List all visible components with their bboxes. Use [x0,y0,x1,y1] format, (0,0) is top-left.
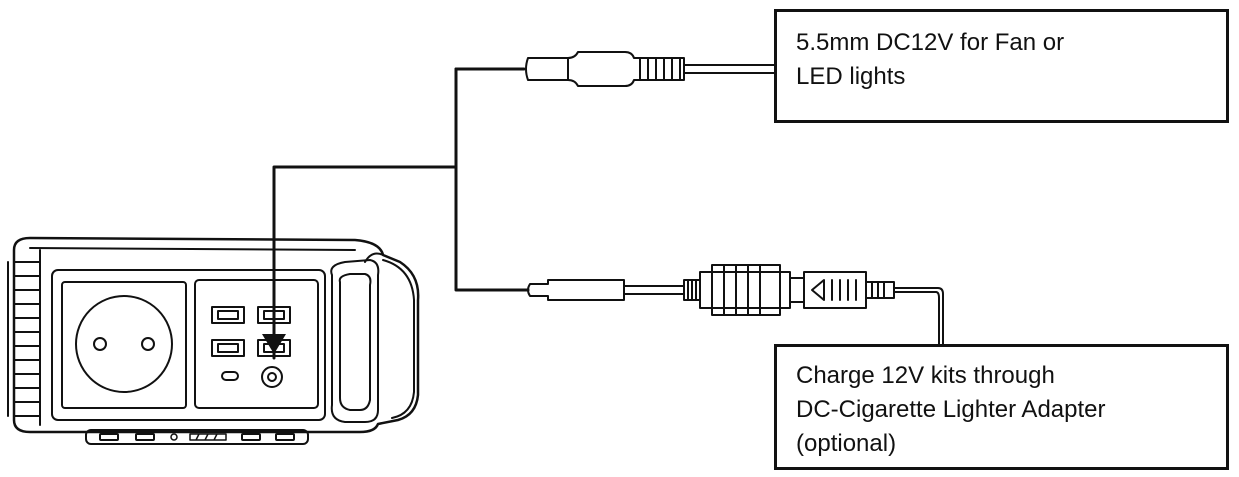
ac-outlet-icon [61,281,187,409]
usb-c-port-icon [221,371,239,381]
lighter-adapter-icon [527,264,944,346]
callout-line: (optional) [796,430,897,457]
dc-plug-icon [525,51,776,87]
power-station-icon [7,236,420,445]
arrow-down-icon [262,334,286,354]
connection-wires [272,67,530,360]
callout-line: DC-Cigarette Lighter Adapter [796,396,1106,423]
callout-line: Charge 12V kits through [796,362,1055,389]
car-charge-callout: Charge 12V kits through DC-Cigarette Lig… [774,344,1229,470]
dc-port-icon [261,366,283,388]
usb-port-icon [211,339,245,357]
callout-line: 5.5mm DC12V for Fan or [796,29,1065,56]
usb-port-icon [211,306,245,324]
port-panel [194,279,319,409]
dc-output-callout: 5.5mm DC12V for Fan or LED lights [774,9,1229,123]
callout-line: LED lights [796,63,906,90]
